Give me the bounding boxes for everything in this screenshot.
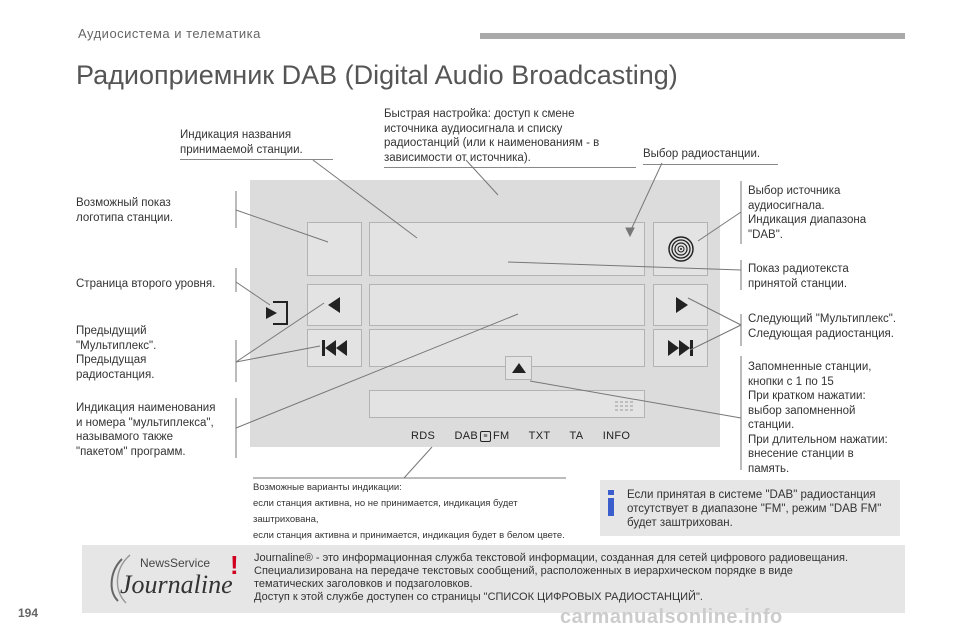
presets-button[interactable]: [505, 356, 532, 380]
callout-source-select: Выбор источника аудиосигнала. Индикация …: [748, 185, 867, 241]
triangle-left-icon: [328, 297, 340, 313]
callout-logo-display: Возможный показ логотипа станции.: [76, 197, 174, 224]
menu-info[interactable]: INFO: [602, 430, 631, 442]
menu-rds[interactable]: RDS: [411, 430, 436, 442]
header-bar: [480, 33, 905, 39]
display-variants-note: Возможные варианты индикации: если станц…: [253, 482, 565, 541]
journaline-text: Journaline® - это информационная служба …: [254, 552, 849, 603]
second-level-page-icon: [266, 301, 288, 325]
callout-quick-tune: Быстрая настройка: доступ к смене источн…: [384, 107, 636, 168]
callout-previous: Предыдущий "Мультиплекс". Предыдущая рад…: [76, 325, 157, 381]
watermark: carmanualsonline.info: [560, 606, 783, 628]
next-station-button[interactable]: [653, 329, 708, 367]
link-icon: ≡: [480, 430, 492, 442]
menu-ta[interactable]: TA: [569, 430, 584, 442]
menu-txt[interactable]: TXT: [528, 430, 551, 442]
callout-second-level: Страница второго уровня.: [76, 278, 216, 290]
journaline-logo-top: NewsService: [140, 556, 210, 570]
journaline-box: NewsService Journaline ! Journaline® - э…: [82, 545, 905, 613]
journaline-logo-main: Journaline: [120, 570, 233, 599]
radiotext-field: [369, 284, 645, 326]
skip-back-icon: [322, 340, 347, 356]
radio-signal-icon: [668, 236, 694, 262]
page-title: Радиоприемник DAB (Digital Audio Broadca…: [76, 60, 678, 90]
prev-multiplex-button[interactable]: [307, 284, 362, 326]
callout-next: Следующий "Мультиплекс". Следующая радио…: [748, 313, 897, 340]
triangle-up-icon: [512, 363, 526, 373]
triangle-right-icon: [676, 297, 688, 313]
info-icon: [608, 490, 614, 516]
callout-station-name: Индикация названия принимаемой станции.: [180, 128, 333, 160]
radio-menu-bar: RDS DAB≡FM TXT TA INFO: [411, 430, 646, 442]
section-header: Аудиосистема и телематика: [78, 26, 261, 41]
info-text: Если принятая в системе "DAB" радиостанц…: [627, 489, 882, 529]
info-box: Если принятая в системе "DAB" радиостанц…: [600, 480, 900, 536]
menu-dab-fm[interactable]: DAB≡FM: [454, 430, 510, 442]
radio-screen: [250, 180, 720, 447]
callout-radiotext: Показ радиотекста принятой станции.: [748, 263, 849, 290]
callout-station-select: Выбор радиостанции.: [643, 147, 778, 165]
page-number: 194: [18, 606, 39, 620]
next-multiplex-button[interactable]: [653, 284, 708, 326]
station-name-field: [369, 222, 645, 276]
list-icon: [615, 401, 635, 411]
warning-icon: !: [230, 550, 239, 580]
callout-presets: Запомненные станции, кнопки с 1 по 15 Пр…: [748, 361, 888, 475]
preset-list-field: [369, 390, 645, 418]
station-logo-box: [307, 222, 362, 276]
skip-forward-icon: [668, 340, 693, 356]
callout-multiplex-name: Индикация наименования и номера "мультип…: [76, 402, 216, 458]
prev-station-button[interactable]: [307, 329, 362, 367]
journaline-logo: NewsService Journaline: [110, 554, 233, 604]
